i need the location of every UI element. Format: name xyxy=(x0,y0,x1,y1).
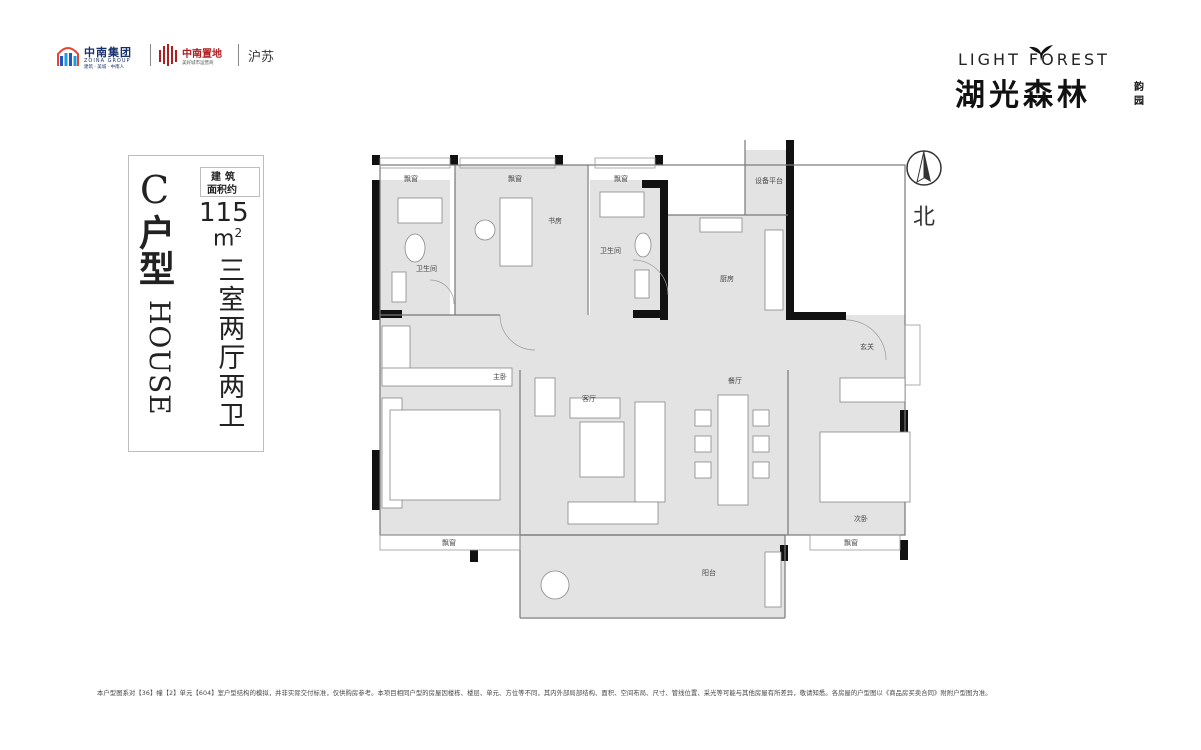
project-name-en: LIGHT FOREST xyxy=(958,50,1110,69)
group-en-name: ZOINA GROUP xyxy=(84,58,131,64)
group-slogan: 建筑 · 美城 · 中南人 xyxy=(84,65,125,70)
room-label-bath-2: 卫生间 xyxy=(600,247,621,255)
bird-logo-icon xyxy=(1029,45,1053,61)
region-label: 沪苏 xyxy=(248,50,275,65)
room-label-bay-window-5: 飘窗 xyxy=(844,539,858,547)
realestate-name: 中南置地 xyxy=(182,49,222,60)
disclaimer-text: 本户型图系对【36】幢【2】单元【604】室户型结构的模拟，并非实际交付标准，仅… xyxy=(97,690,992,697)
unit-type-en: HOUSE xyxy=(143,300,176,416)
zoina-realestate-logo-icon xyxy=(159,44,177,66)
zoina-group-logo-icon xyxy=(57,47,79,66)
floor-plan: 飘窗 飘窗 飘窗 书房 卫生间 卫生间 设备平台 厨房 玄关 主卧 客厅 餐厅 … xyxy=(360,140,940,620)
north-arrow-icon xyxy=(906,150,942,186)
unit-info-box xyxy=(128,155,264,452)
unit-type-letter: C xyxy=(140,168,170,212)
logo-divider xyxy=(150,44,151,66)
project-name-cn: 湖光森林 xyxy=(955,78,1091,113)
floor-plan-drawing xyxy=(372,140,921,619)
region-divider xyxy=(238,44,239,66)
furniture xyxy=(381,191,911,608)
room-label-second-bedroom: 次卧 xyxy=(854,515,868,523)
group-name: 中南集团 xyxy=(84,46,132,59)
room-label-living-room: 客厅 xyxy=(582,395,596,403)
area-value: 115 xyxy=(199,198,249,228)
room-label-master-bedroom: 主卧 xyxy=(493,373,507,381)
area-label-1: 建筑 xyxy=(211,172,239,183)
project-sub-1: 韵 xyxy=(1134,82,1144,93)
room-label-entrance: 玄关 xyxy=(860,343,874,351)
structural-walls xyxy=(372,140,908,562)
unit-type-cn: 户型 xyxy=(133,214,175,286)
room-label-bay-window-1: 飘窗 xyxy=(404,175,418,183)
unit-layout: 三室两厅两卫 xyxy=(213,256,245,430)
project-sub-2: 园 xyxy=(1134,96,1144,107)
room-label-bay-window-3: 飘窗 xyxy=(614,175,628,183)
room-label-kitchen: 厨房 xyxy=(720,275,734,283)
room-label-equipment-platform: 设备平台 xyxy=(755,177,783,185)
bay-windows xyxy=(379,157,921,551)
room-label-balcony: 阳台 xyxy=(702,569,716,577)
room-label-bay-window-4: 飘窗 xyxy=(442,539,456,547)
room-label-dining-room: 餐厅 xyxy=(728,377,742,385)
room-label-bay-window-2: 飘窗 xyxy=(508,175,522,183)
realestate-slogan: 美好城市运营商 xyxy=(182,61,214,66)
area-label-2: 面积约 xyxy=(207,185,237,196)
room-label-study: 书房 xyxy=(548,217,562,225)
area-unit: m2 xyxy=(213,226,243,252)
north-label: 北 xyxy=(913,205,936,230)
door-swings xyxy=(429,259,887,361)
area-label-box xyxy=(200,167,260,197)
room-label-bath-1: 卫生间 xyxy=(416,265,437,273)
